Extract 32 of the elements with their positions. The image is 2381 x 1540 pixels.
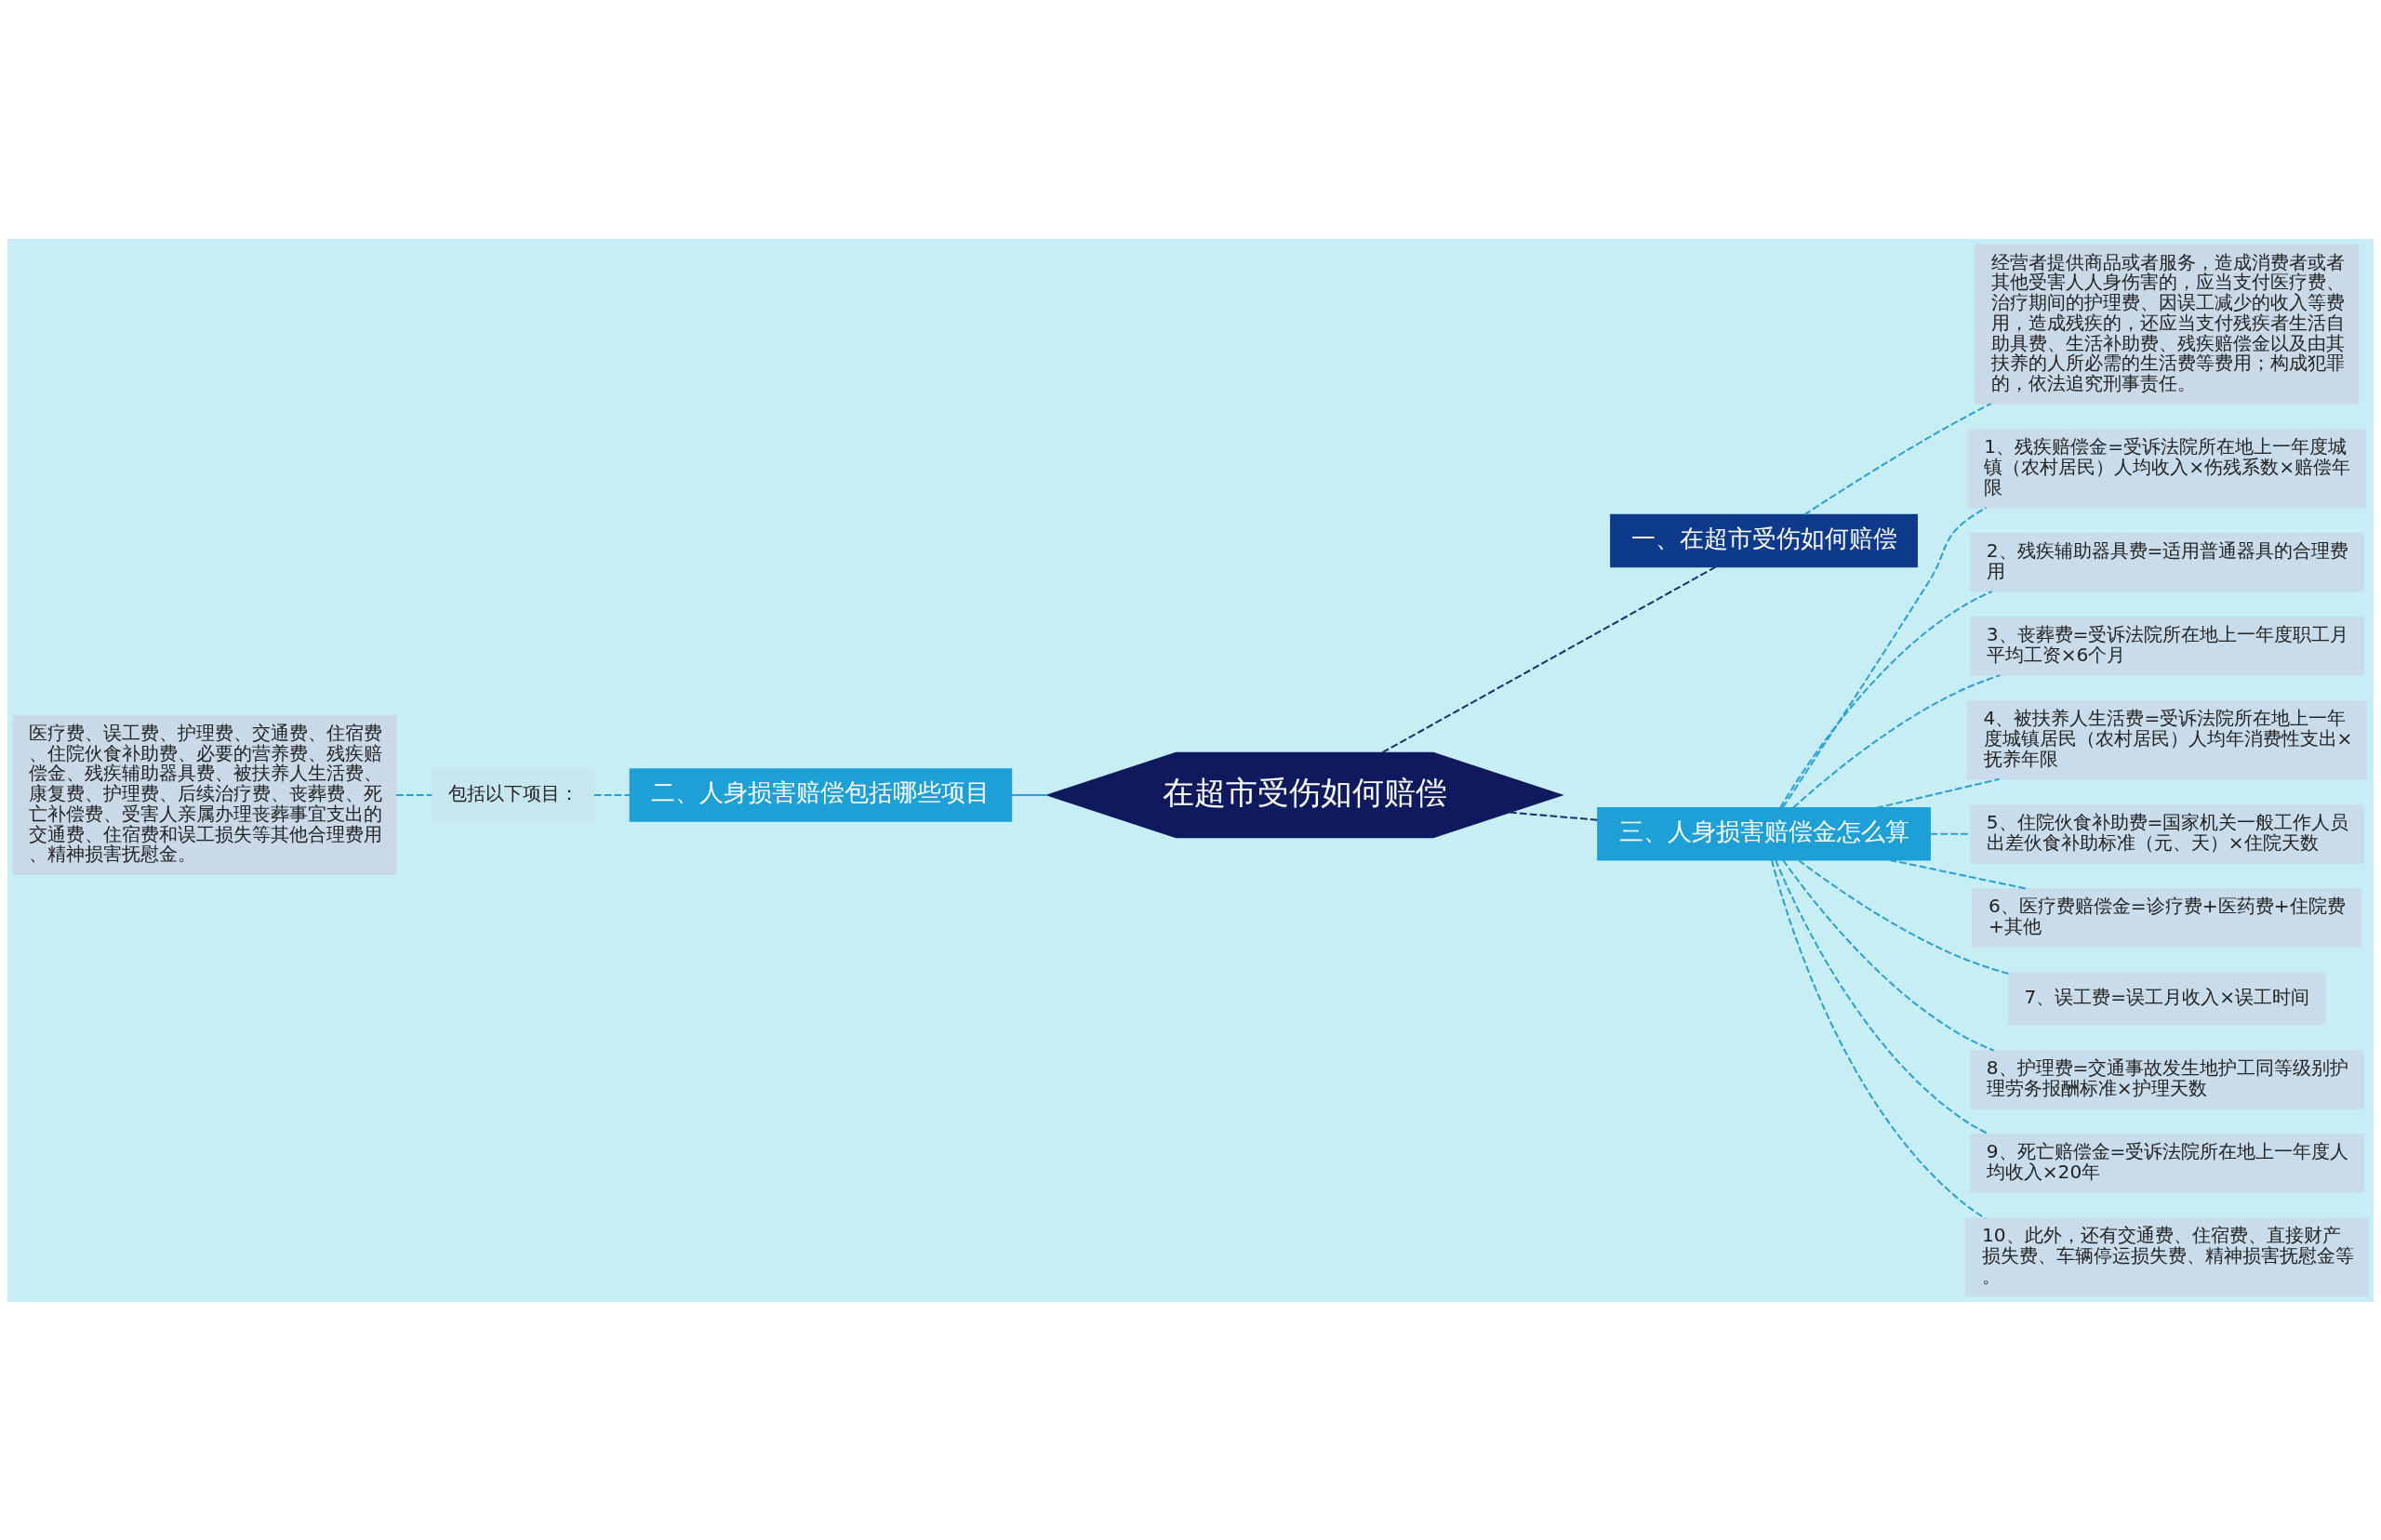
connector <box>1782 506 1987 808</box>
node-box: 2、残疾辅助器具费=适用普通器具的合理费用 <box>1969 532 2364 592</box>
connector <box>1011 793 1048 796</box>
connector <box>1381 565 1716 753</box>
node-box: 一、在超市受伤如何赔偿 <box>1610 513 1918 567</box>
node-box: 10、此外，还有交通费、住宿费、直接财产损失费、车辆停运损失费、精神损害抚慰金等。 <box>1965 1216 2369 1297</box>
node-box: 5、住院伙食补助费=国家机关一般工作人员出差伙食补助标准（元、天）×住院天数 <box>1969 803 2364 864</box>
node-box: 医疗费、误工费、护理费、交通费、住宿费、住院伙食补助费、必要的营养费、残疾赔偿金、残疾辅助器具费、被扶养人生活费、康复费、护理费、后续治疗费、丧葬费、死亡补偿费、受害人亲属办理丧葬事宜支出的交通费、住宿费和误工损失等其他合理费用、精神损害抚慰金。 <box>12 714 397 875</box>
node-box: 8、护理费=交通事故发生地护工同等级别护理劳务报酬标准×护理天数 <box>1969 1049 2364 1109</box>
connector <box>1889 858 2028 890</box>
node-box: 二、人身损害赔偿包括哪些项目 <box>629 767 1013 822</box>
node-box: 6、医疗费赔偿金=诊疗费+医药费+住院费+其他 <box>1972 887 2362 948</box>
connector <box>1792 673 2001 808</box>
connector <box>593 793 631 796</box>
connector <box>1803 402 1992 515</box>
node-box: 经营者提供商品或者服务，造成消费者或者其他受害人人身伤害的，应当支付医疗费、治疗期间的护理费、因误工减少的收入等费用，造成残疾的，还应当支付残疾者生活自助具费、生活补助费、残疾赔偿金以及由其扶养的人所必需的生活费等费用；构成犯罪的，依法追究刑事责任。 <box>1975 243 2360 405</box>
node-box: 三、人身损害赔偿金怎么算 <box>1597 806 1931 861</box>
connector <box>1782 858 1995 1052</box>
connector <box>395 793 432 796</box>
node-box: 包括以下项目： <box>431 767 595 822</box>
node-box: 3、丧葬费=受诉法院所在地上一年度职工月平均工资×6个月 <box>1969 616 2364 676</box>
connector <box>1779 590 1993 808</box>
connector <box>1771 859 1987 1219</box>
connector <box>1798 858 2009 975</box>
connector <box>1509 811 1598 821</box>
connector <box>1876 777 2000 809</box>
node-box: 7、误工费=误工月收入×误工时间 <box>2008 971 2326 1026</box>
node-box: 9、死亡赔偿金=受诉法院所在地上一年度人均收入×20年 <box>1969 1133 2364 1193</box>
connector <box>1775 858 1989 1135</box>
connector <box>1930 832 1971 835</box>
node-box: 4、被扶养人生活费=受诉法院所在地上一年度城镇居民（农村居民）人均年消费性支出×抚养年限 <box>1966 699 2367 780</box>
node-box: 1、残疾赔偿金=受诉法院所在地上一年度城镇（农村居民）人均收入×伤残系数×赔偿年限 <box>1967 428 2367 509</box>
